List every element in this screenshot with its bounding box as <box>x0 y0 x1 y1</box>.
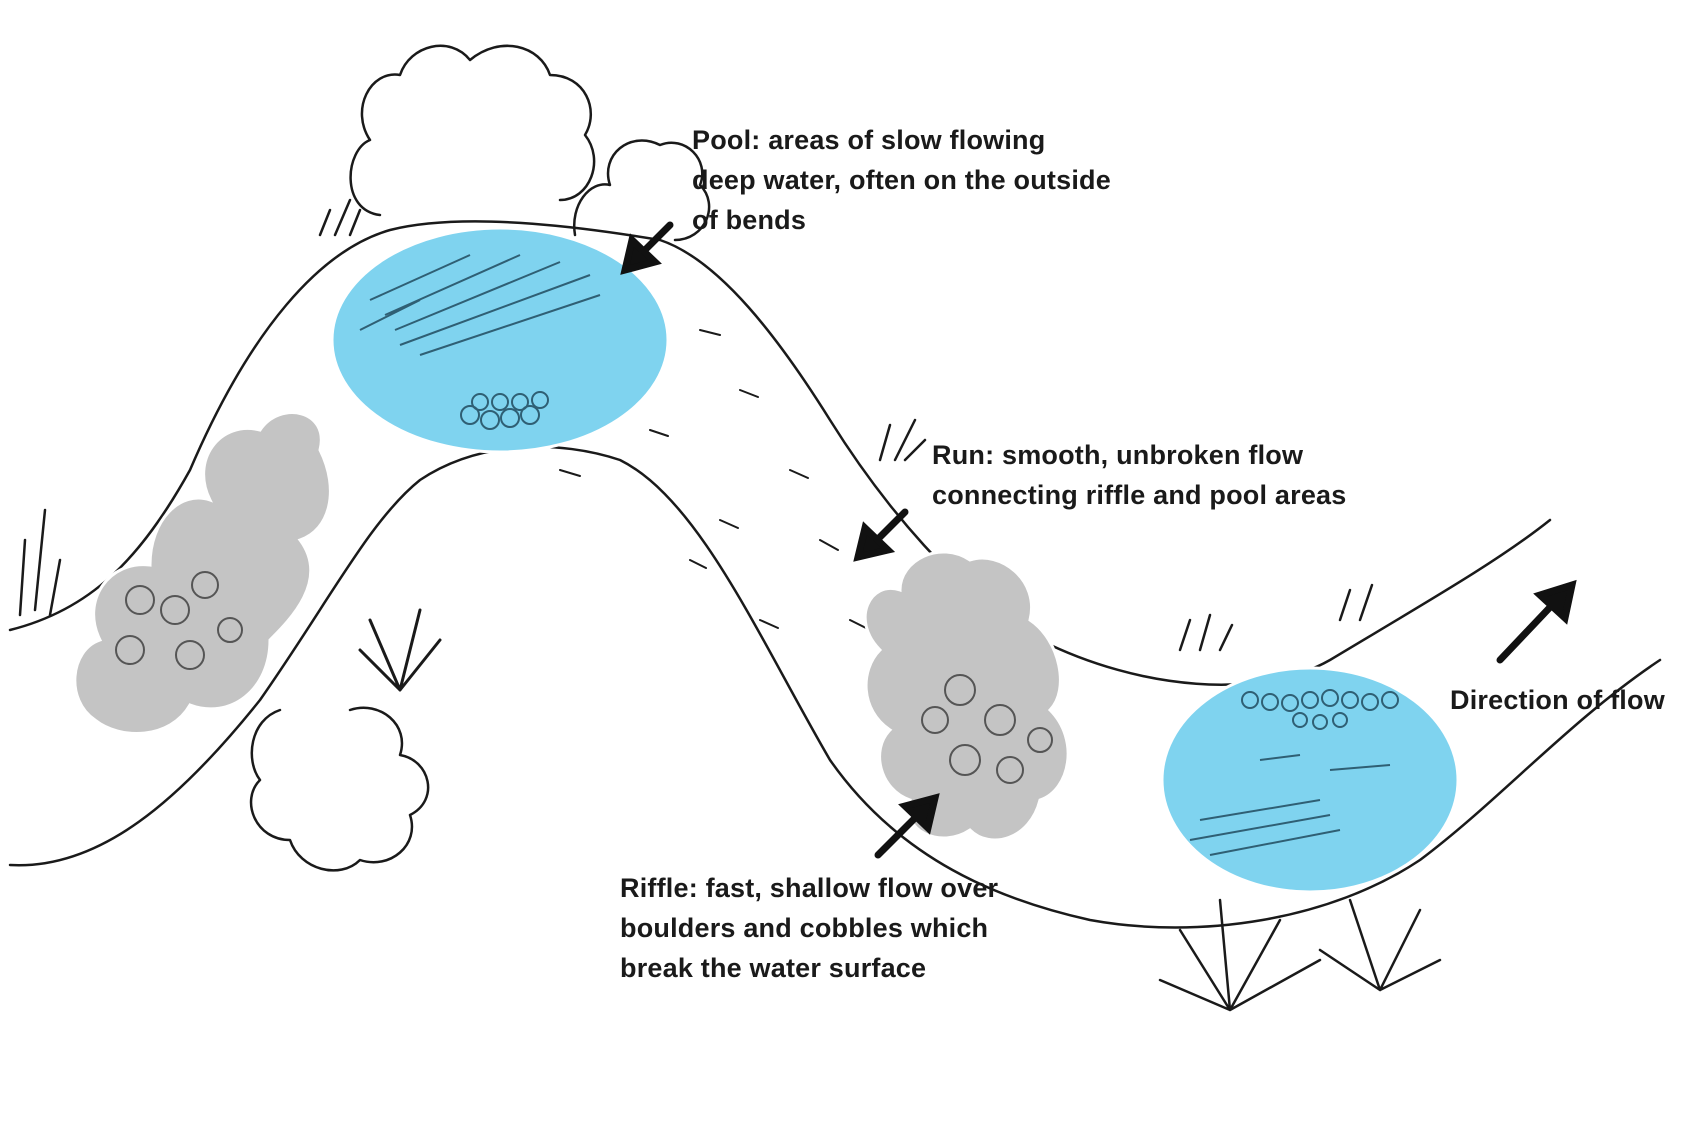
grass-tuft <box>880 420 925 460</box>
pool-label-line-3: of bends <box>692 200 1111 240</box>
flow-direction-label: Direction of flow <box>1450 680 1665 720</box>
flow-direction-arrow <box>1500 602 1555 660</box>
grass-tuft <box>20 510 60 615</box>
pool-label-line-1: Pool: areas of slow flowing <box>692 120 1111 160</box>
upper-tree-1 <box>351 46 595 215</box>
pool-highlight-upper <box>332 228 668 452</box>
riffle-label-line-1: Riffle: fast, shallow flow over <box>620 868 998 908</box>
riffle-label-line-2: boulders and cobbles which <box>620 908 998 948</box>
riffle-highlight-right <box>865 552 1068 840</box>
pool-label-line-2: deep water, often on the outside <box>692 160 1111 200</box>
fern-plant <box>360 610 440 690</box>
fern-plant <box>1160 900 1440 1010</box>
grass-tuft <box>1180 615 1232 650</box>
grass-tuft <box>1340 585 1372 620</box>
riffle-label-line-3: break the water surface <box>620 948 998 988</box>
run-label: Run: smooth, unbroken flow connecting ri… <box>932 435 1346 515</box>
run-label-line-2: connecting riffle and pool areas <box>932 475 1346 515</box>
run-label-line-1: Run: smooth, unbroken flow <box>932 435 1346 475</box>
grass-tuft <box>320 200 360 235</box>
riffle-label: Riffle: fast, shallow flow over boulders… <box>620 868 998 988</box>
lower-tree <box>251 708 428 871</box>
pool-label: Pool: areas of slow flowing deep water, … <box>692 120 1111 240</box>
pool-highlight-lower <box>1162 668 1458 892</box>
flow-direction-label-text: Direction of flow <box>1450 680 1665 720</box>
